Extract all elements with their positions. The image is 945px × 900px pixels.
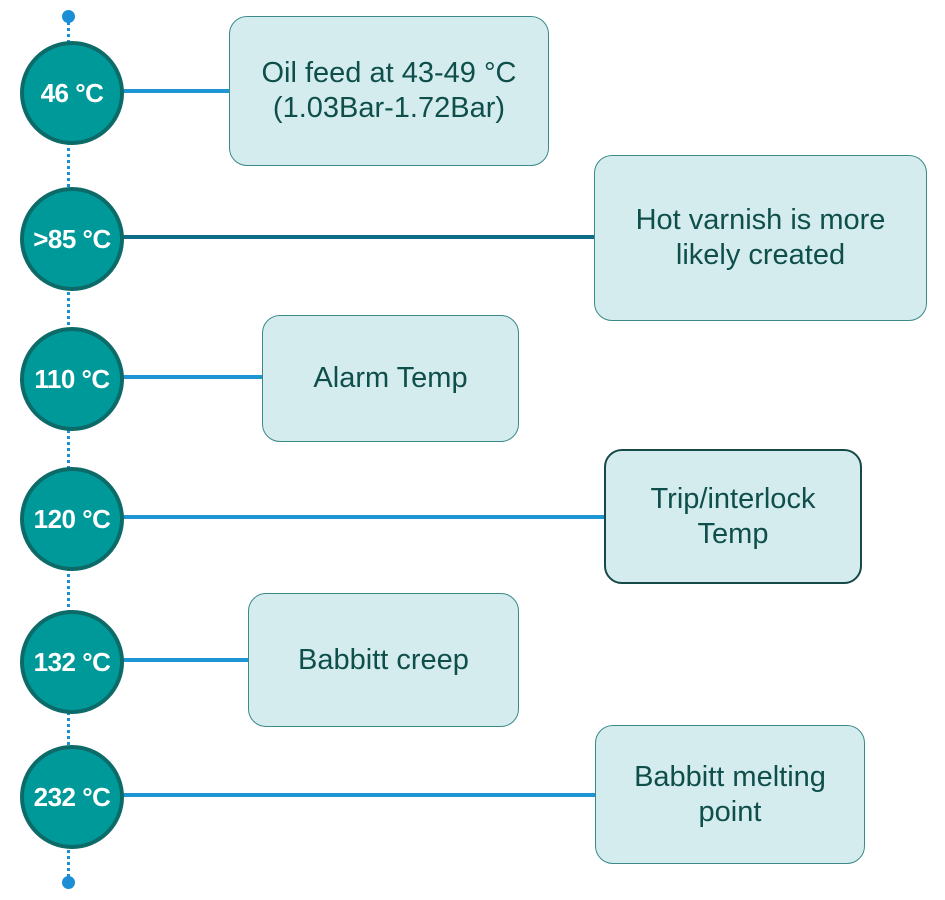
connector-line	[120, 793, 598, 797]
temperature-node: 120 °C	[20, 467, 124, 571]
timeline-axis	[67, 17, 70, 883]
temperature-node: >85 °C	[20, 187, 124, 291]
stage-label-box: Babbitt creep	[248, 593, 519, 727]
connector-line	[120, 375, 265, 379]
timeline-start-dot	[62, 10, 75, 23]
temperature-node: 46 °C	[20, 41, 124, 145]
stage-label-box: Trip/interlock Temp	[604, 449, 862, 584]
temperature-node: 132 °C	[20, 610, 124, 714]
timeline-end-dot	[62, 876, 75, 889]
connector-line	[120, 515, 607, 519]
temperature-node: 110 °C	[20, 327, 124, 431]
stage-label-box: Oil feed at 43-49 °C (1.03Bar-1.72Bar)	[229, 16, 549, 166]
stage-label-box: Alarm Temp	[262, 315, 519, 442]
connector-line	[120, 89, 230, 93]
stage-label-box: Hot varnish is more likely created	[594, 155, 927, 321]
connector-line	[120, 658, 250, 662]
connector-line	[120, 235, 596, 239]
temperature-node: 232 °C	[20, 745, 124, 849]
stage-label-box: Babbitt melting point	[595, 725, 865, 864]
